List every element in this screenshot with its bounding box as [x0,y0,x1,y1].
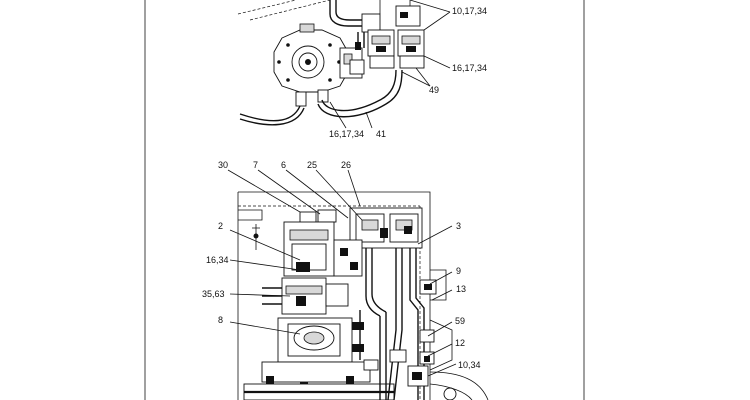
callout-10-34: 10,34 [458,360,481,370]
motor-unit-lower [243,317,395,400]
upper-assembly-view [237,0,451,129]
callout-16-17-34-bottom: 16,17,34 [329,129,364,139]
callout-49: 49 [429,85,439,95]
hoses-lower [359,248,425,400]
callout-25: 25 [307,160,317,170]
hoses-upper [239,0,403,126]
callout-13: 13 [456,284,466,294]
callout-30: 30 [218,160,228,170]
pump-unit-upper [273,23,365,107]
callout-10-17-34: 10,17,34 [452,6,487,16]
callout-16-17-34-right: 16,17,34 [452,63,487,73]
callout-9: 9 [456,266,461,276]
callout-26: 26 [341,160,351,170]
lower-assembly-view [227,169,489,400]
fittings-right [363,279,457,400]
callout-35-63: 35,63 [202,289,225,299]
callout-12: 12 [455,338,465,348]
callout-3: 3 [456,221,461,231]
callout-2: 2 [218,221,223,231]
callout-41: 41 [376,129,386,139]
valve-stack-upper [361,0,425,69]
callout-8: 8 [218,315,223,325]
callout-16-34: 16,34 [206,255,229,265]
pump-unit-lower [252,221,363,315]
callout-6: 6 [281,160,286,170]
callout-59: 59 [455,316,465,326]
callout-7: 7 [253,160,258,170]
